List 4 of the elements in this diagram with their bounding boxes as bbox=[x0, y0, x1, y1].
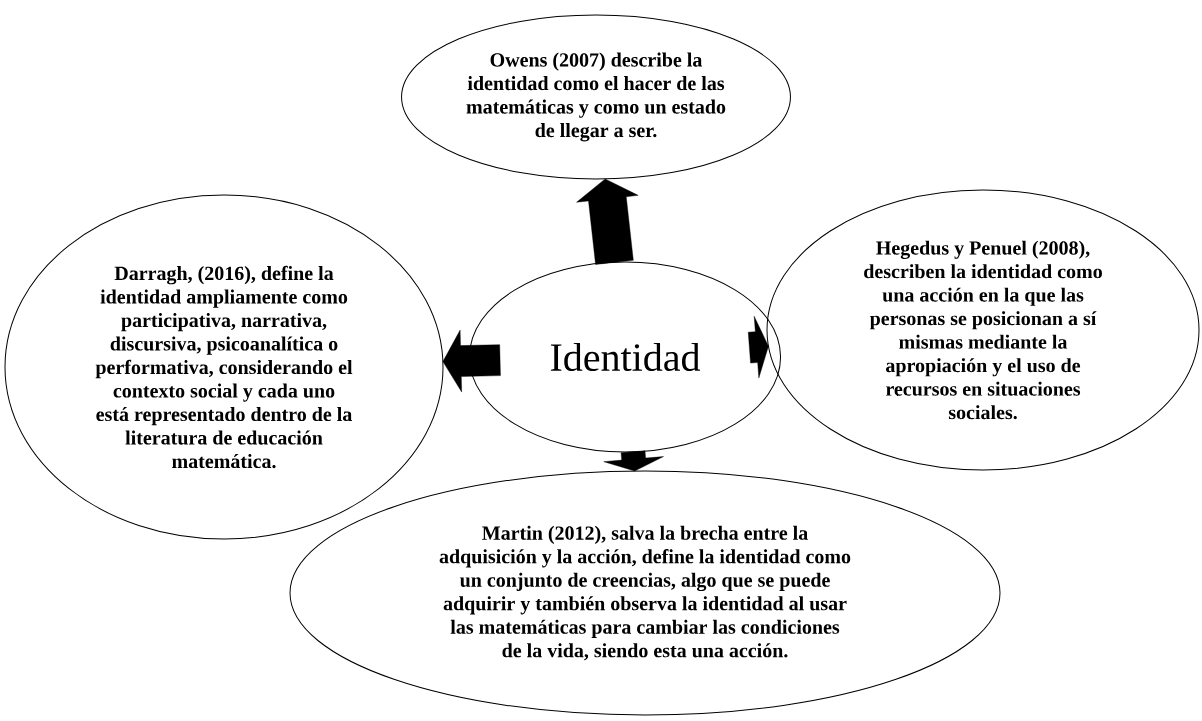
block-arrow bbox=[603, 450, 664, 472]
block-arrow bbox=[576, 178, 639, 265]
block-arrow bbox=[442, 329, 501, 393]
block-arrow bbox=[748, 316, 769, 379]
